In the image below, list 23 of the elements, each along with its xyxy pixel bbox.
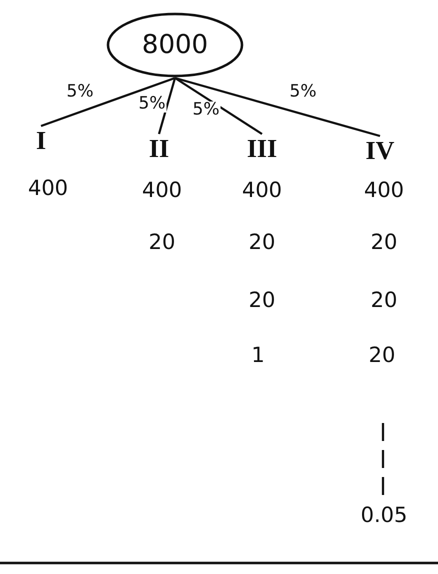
branch-line — [174, 77, 263, 135]
edge-label: 5% — [138, 96, 166, 112]
column-numeral: II — [142, 134, 176, 164]
branch-line — [158, 78, 176, 134]
value-text: 20 — [148, 232, 176, 253]
value-text: 20 — [368, 345, 396, 366]
value-text: 20 — [370, 232, 398, 253]
value-text: 20 — [248, 232, 276, 253]
column-numeral: I — [26, 126, 56, 156]
value-text: 400 — [242, 180, 282, 201]
branch-line — [40, 76, 176, 128]
value-text: 1 — [251, 345, 265, 366]
column-numeral: III — [240, 134, 284, 164]
column-numeral: IV — [356, 136, 404, 166]
value-text: 400 — [364, 180, 404, 201]
value-text: 20 — [370, 290, 398, 311]
value-text: 20 — [248, 290, 276, 311]
branch-line — [174, 76, 380, 138]
value-text: 400 — [28, 178, 68, 199]
value-text: 400 — [142, 180, 182, 201]
value-text: 0.05 — [360, 505, 408, 526]
ellipse-node — [106, 12, 244, 78]
node-value: 8000 — [142, 30, 208, 60]
